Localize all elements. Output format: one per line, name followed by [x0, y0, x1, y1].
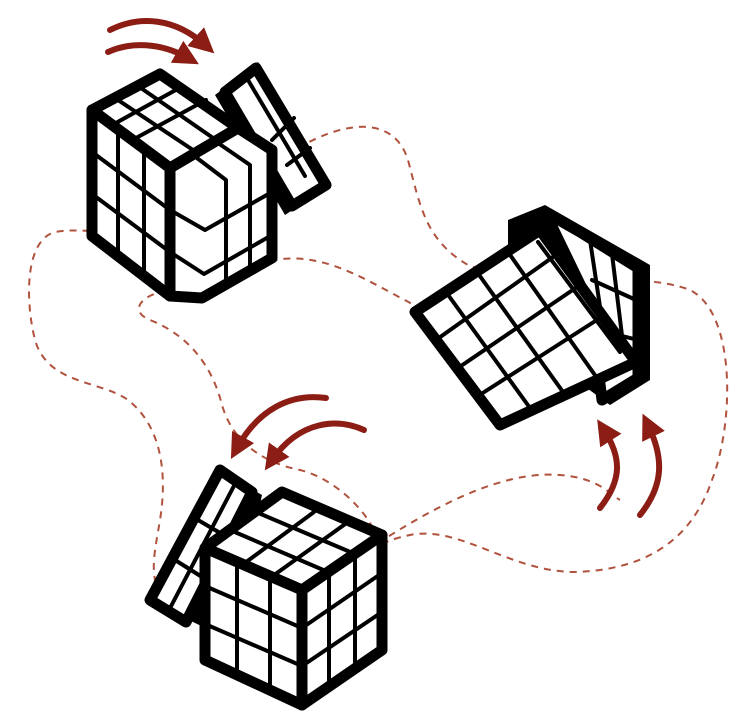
top-left-cube	[92, 62, 330, 298]
bottom-arrows	[237, 397, 364, 460]
right-cube	[415, 205, 650, 425]
bottom-cube	[148, 470, 382, 705]
right-arrows	[600, 425, 659, 515]
rotation-arrow-icon	[108, 45, 188, 58]
rotation-arrow-icon	[110, 21, 205, 45]
rotation-arrow-icon	[272, 424, 364, 460]
rotation-arrow-icon	[237, 397, 326, 448]
rotation-arrow-icon	[640, 425, 659, 515]
top-left-arrows	[108, 21, 205, 58]
rotation-arrow-icon	[600, 430, 617, 508]
